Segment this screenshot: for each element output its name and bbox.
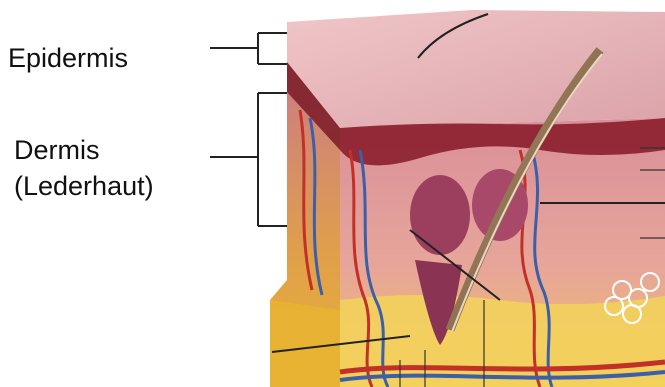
sebaceous-gland bbox=[410, 175, 470, 255]
epidermis-surface bbox=[287, 10, 665, 128]
subcutis bbox=[340, 295, 665, 387]
bracket-lines bbox=[210, 33, 287, 226]
